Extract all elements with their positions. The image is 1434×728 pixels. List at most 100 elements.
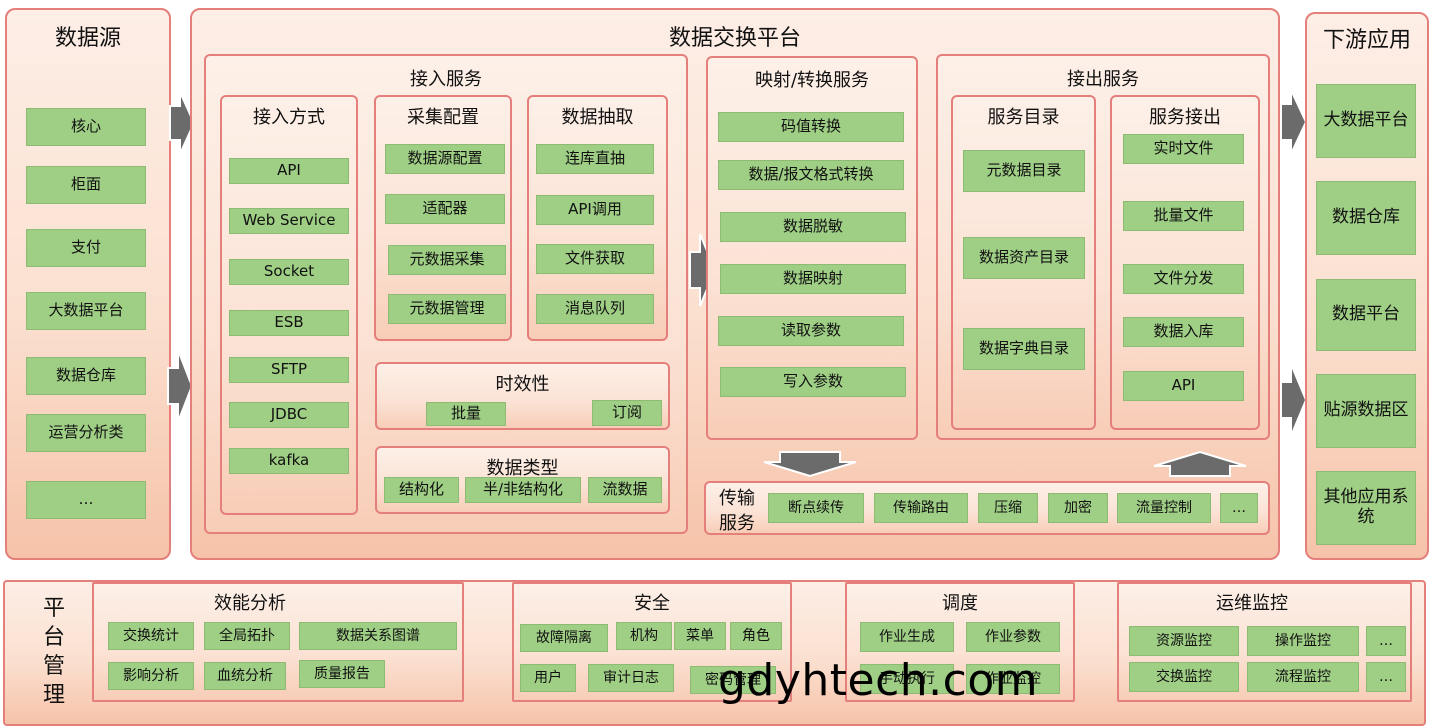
management-title-char: 管 bbox=[42, 654, 65, 679]
downstream-item: 数据平台 bbox=[1316, 279, 1416, 351]
transport-item: … bbox=[1220, 493, 1258, 523]
right-arrow-icon bbox=[169, 91, 196, 155]
transport-item: 流量控制 bbox=[1117, 493, 1211, 523]
ops-monitoring-title: 运维监控 bbox=[1216, 593, 1288, 614]
catalog-item: 数据资产目录 bbox=[963, 237, 1085, 279]
data-source-title: 数据源 bbox=[54, 26, 121, 51]
watermark: gdyhtech.com bbox=[718, 655, 1039, 706]
security-title: 安全 bbox=[634, 593, 670, 614]
mapping-item: 码值转换 bbox=[718, 112, 904, 142]
access-method-item: ESB bbox=[229, 310, 349, 336]
collect-config-item: 元数据采集 bbox=[388, 245, 506, 275]
performance-analysis-title: 效能分析 bbox=[214, 593, 286, 614]
downstream-title: 下游应用 bbox=[1322, 28, 1411, 53]
security-item: 菜单 bbox=[674, 622, 726, 650]
access-method-item: kafka bbox=[229, 448, 349, 474]
ops-item: 资源监控 bbox=[1129, 626, 1239, 656]
transport-item: 传输路由 bbox=[874, 493, 968, 523]
service-catalog-title: 服务目录 bbox=[987, 107, 1060, 128]
schedule-title: 调度 bbox=[942, 593, 978, 614]
source-item: 数据仓库 bbox=[26, 357, 146, 395]
export-item: 批量文件 bbox=[1123, 201, 1244, 231]
collect-config-title: 采集配置 bbox=[407, 107, 479, 128]
timeliness-item: 订阅 bbox=[592, 400, 662, 426]
service-export-title: 服务接出 bbox=[1149, 107, 1221, 128]
access-method-item: JDBC bbox=[229, 402, 349, 428]
access-method-item: Socket bbox=[229, 259, 349, 285]
source-item: … bbox=[26, 481, 146, 519]
data-type-item: 流数据 bbox=[588, 477, 662, 503]
mapping-service-title: 映射/转换服务 bbox=[754, 70, 870, 91]
schedule-item: 作业监控 bbox=[966, 664, 1060, 694]
schedule-item: 作业生成 bbox=[860, 622, 954, 652]
access-method-item: Web Service bbox=[229, 208, 349, 234]
source-item: 运营分析类 bbox=[26, 414, 146, 452]
timeliness-title: 时效性 bbox=[495, 374, 550, 395]
management-title-char: 理 bbox=[42, 683, 65, 708]
data-source-panel bbox=[5, 8, 171, 560]
mapping-item: 写入参数 bbox=[720, 367, 906, 397]
mapping-item: 读取参数 bbox=[718, 316, 904, 346]
data-extract-title: 数据抽取 bbox=[561, 107, 634, 128]
export-item: API bbox=[1123, 371, 1244, 401]
security-item: 审计日志 bbox=[588, 664, 674, 692]
ops-item: … bbox=[1366, 626, 1406, 656]
management-title-char: 台 bbox=[42, 625, 65, 650]
downstream-item: 贴源数据区 bbox=[1316, 374, 1416, 448]
data-extract-item: API调用 bbox=[536, 195, 654, 225]
transport-item: 压缩 bbox=[978, 493, 1038, 523]
output-service-title: 接出服务 bbox=[1067, 69, 1139, 90]
export-item: 数据入库 bbox=[1123, 317, 1244, 347]
security-item: 机构 bbox=[616, 622, 672, 650]
ops-item: 操作监控 bbox=[1247, 626, 1359, 656]
data-type-item: 半/非结构化 bbox=[465, 477, 581, 503]
down-arrow-icon bbox=[763, 451, 857, 478]
catalog-item: 元数据目录 bbox=[963, 150, 1085, 192]
catalog-item: 数据字典目录 bbox=[963, 328, 1085, 370]
security-item: 用户 bbox=[520, 664, 576, 692]
perf-item: 全局拓扑 bbox=[204, 622, 290, 650]
up-arrow-icon bbox=[1153, 450, 1247, 477]
schedule-item: 作业参数 bbox=[966, 622, 1060, 652]
data-type-title: 数据类型 bbox=[486, 458, 559, 479]
schedule-item: 手动执行 bbox=[860, 664, 954, 694]
perf-item: 数据关系图谱 bbox=[299, 622, 457, 650]
export-item: 文件分发 bbox=[1123, 264, 1244, 294]
perf-item: 影响分析 bbox=[108, 662, 194, 690]
ops-item: 交换监控 bbox=[1129, 662, 1239, 692]
access-method-title: 接入方式 bbox=[253, 107, 325, 128]
source-item: 柜面 bbox=[26, 166, 146, 204]
transport-item: 加密 bbox=[1048, 493, 1108, 523]
perf-item: 交换统计 bbox=[108, 622, 194, 650]
access-method-item: SFTP bbox=[229, 357, 349, 383]
downstream-item: 大数据平台 bbox=[1316, 84, 1416, 158]
data-extract-item: 连库直抽 bbox=[536, 144, 654, 174]
security-item: 密码管理 bbox=[690, 666, 776, 694]
right-arrow-icon bbox=[1280, 89, 1308, 155]
source-item: 大数据平台 bbox=[26, 292, 146, 330]
access-method-item: API bbox=[229, 158, 349, 184]
perf-item: 质量报告 bbox=[299, 660, 385, 688]
data-extract-item: 消息队列 bbox=[536, 294, 654, 324]
data-type-item: 结构化 bbox=[384, 477, 459, 503]
data-extract-item: 文件获取 bbox=[536, 244, 654, 274]
mapping-item: 数据脱敏 bbox=[720, 212, 906, 242]
transport-title-line1: 传输 bbox=[719, 488, 755, 509]
ops-item: 流程监控 bbox=[1247, 662, 1359, 692]
mapping-item: 数据/报文格式转换 bbox=[718, 160, 904, 190]
ops-item: … bbox=[1366, 662, 1406, 692]
collect-config-item: 数据源配置 bbox=[385, 144, 505, 174]
mapping-item: 数据映射 bbox=[720, 264, 906, 294]
export-item: 实时文件 bbox=[1123, 134, 1244, 164]
security-item: 角色 bbox=[730, 622, 782, 650]
transport-item: 断点续传 bbox=[768, 493, 864, 523]
collect-config-item: 元数据管理 bbox=[388, 294, 506, 324]
downstream-item: 其他应用系统 bbox=[1316, 471, 1416, 545]
collect-config-item: 适配器 bbox=[385, 194, 505, 224]
source-item: 核心 bbox=[26, 108, 146, 146]
security-item: 故障隔离 bbox=[520, 624, 608, 652]
right-arrow-icon bbox=[1280, 363, 1308, 437]
transport-title-line2: 服务 bbox=[719, 513, 755, 534]
right-arrow-icon bbox=[167, 349, 194, 423]
perf-item: 血统分析 bbox=[204, 662, 286, 690]
